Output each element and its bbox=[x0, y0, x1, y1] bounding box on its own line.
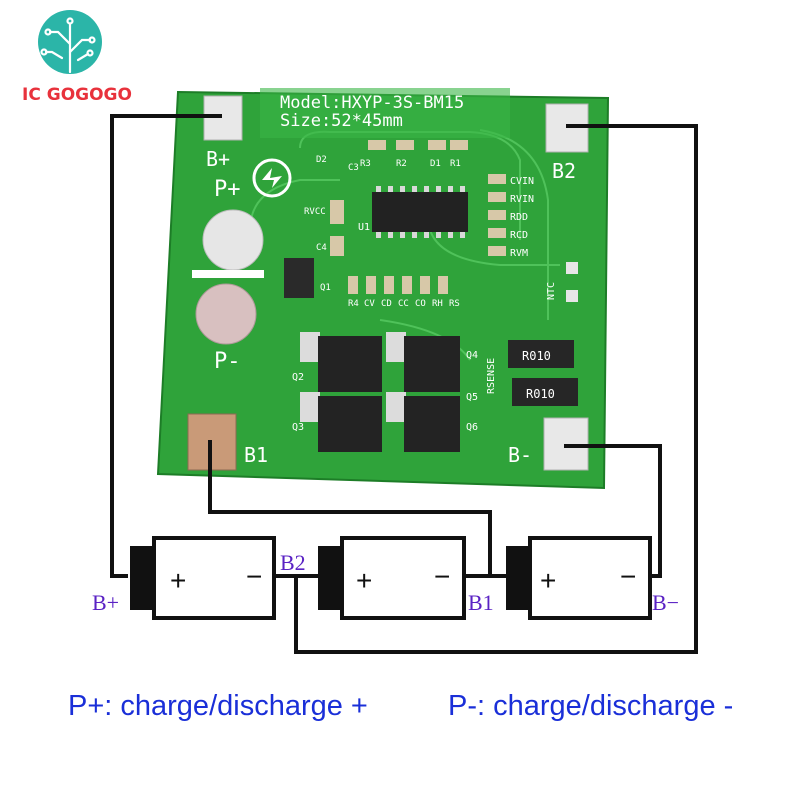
label-d2: D2 bbox=[316, 155, 327, 165]
label-r3: R3 bbox=[360, 159, 371, 169]
label-r4: R4 bbox=[348, 299, 359, 309]
board-divider bbox=[192, 270, 264, 278]
caption-p-minus: P-: charge/discharge - bbox=[448, 690, 734, 722]
cell-1-plus: + bbox=[170, 565, 186, 596]
board-top-strip bbox=[260, 88, 510, 138]
rsense-label: RSENSE bbox=[486, 358, 497, 394]
wires bbox=[110, 114, 698, 654]
svg-text:IC GOGOGO: IC GOGOGO bbox=[22, 85, 132, 105]
label-q1: Q1 bbox=[320, 283, 331, 293]
sense-resistor-1 bbox=[508, 340, 574, 368]
resistor-marking-1: R010 bbox=[522, 349, 551, 363]
label-rvin: RVIN bbox=[510, 194, 534, 205]
label-co: CO bbox=[415, 299, 426, 309]
pad-label-p-minus: P- bbox=[214, 349, 241, 374]
pcb-board: Model:HXYP-3S-BM15 Size:52*45mm B+ P+ P-… bbox=[156, 88, 610, 490]
label-q5: Q5 bbox=[466, 392, 478, 403]
cell-3-plus: + bbox=[540, 565, 556, 596]
component-q1 bbox=[284, 258, 314, 298]
cell-3-minus: − bbox=[620, 561, 636, 592]
size-label: Size:52*45mm bbox=[280, 111, 403, 131]
label-rs: RS bbox=[449, 299, 460, 309]
right-components bbox=[488, 174, 506, 256]
ic-pins bbox=[376, 186, 465, 238]
mosfets bbox=[300, 332, 460, 452]
resistor-marking-2: R010 bbox=[526, 387, 555, 401]
cell-2-plus: + bbox=[356, 565, 372, 596]
pad-label-b2: B2 bbox=[552, 159, 576, 183]
label-cvin: CVIN bbox=[510, 176, 534, 187]
label-rvcc: RVCC bbox=[304, 207, 326, 217]
tag-b-plus: B+ bbox=[92, 590, 119, 615]
tag-b2: B2 bbox=[280, 550, 306, 575]
battery-cell-1: + − bbox=[130, 536, 276, 620]
caption-p-plus: P+: charge/discharge + bbox=[68, 690, 368, 722]
label-q2: Q2 bbox=[292, 372, 304, 383]
label-rvm: RVM bbox=[510, 248, 528, 259]
label-c3: C3 bbox=[348, 163, 359, 173]
label-q4: Q4 bbox=[466, 350, 478, 361]
label-c4: C4 bbox=[316, 243, 327, 253]
battery-cell-2: + − bbox=[318, 536, 466, 620]
wire-b-minus bbox=[564, 444, 662, 578]
ic-chip bbox=[372, 192, 468, 232]
cell-2-minus: − bbox=[434, 561, 450, 592]
ntc-pad-2 bbox=[566, 290, 578, 302]
brand-logo: IC GOGOGO bbox=[22, 10, 132, 105]
ntc-label: NTC bbox=[546, 282, 557, 300]
ic-label: U1 bbox=[358, 222, 370, 233]
label-rh: RH bbox=[432, 299, 443, 309]
label-q6: Q6 bbox=[466, 422, 478, 433]
label-r1: R1 bbox=[450, 159, 461, 169]
top-components bbox=[330, 140, 468, 256]
model-label: Model:HXYP-3S-BM15 bbox=[280, 93, 464, 113]
cell-1-minus: − bbox=[246, 561, 262, 592]
battery-cell-3: + − bbox=[506, 536, 652, 620]
tag-b-minus: B− bbox=[652, 590, 679, 615]
circuit-tree-icon bbox=[40, 17, 96, 74]
label-r2: R2 bbox=[396, 159, 407, 169]
tag-b1: B1 bbox=[468, 590, 494, 615]
label-rdd: RDD bbox=[510, 212, 528, 223]
pad-label-b1: B1 bbox=[244, 443, 268, 467]
pad-label-b-minus: B- bbox=[508, 443, 532, 467]
logo-brand-ic: IC bbox=[22, 85, 47, 105]
logo-brand-gogogo: GOGOGO bbox=[47, 85, 132, 105]
label-rcd: RCD bbox=[510, 230, 528, 241]
pad-p-plus bbox=[202, 209, 264, 271]
bottom-components bbox=[348, 276, 448, 294]
label-q3: Q3 bbox=[292, 422, 304, 433]
wire-b-plus bbox=[110, 114, 222, 578]
label-d1: D1 bbox=[430, 159, 441, 169]
pad-label-b-plus: B+ bbox=[206, 147, 230, 171]
label-cc: CC bbox=[398, 299, 409, 309]
pad-p-minus bbox=[195, 283, 257, 345]
sense-resistor-2 bbox=[512, 378, 578, 406]
ntc-pad-1 bbox=[566, 262, 578, 274]
label-cd: CD bbox=[381, 299, 392, 309]
pad-label-p-plus: P+ bbox=[214, 177, 241, 202]
board-logo-icon bbox=[252, 158, 292, 198]
label-cv: CV bbox=[364, 299, 375, 309]
